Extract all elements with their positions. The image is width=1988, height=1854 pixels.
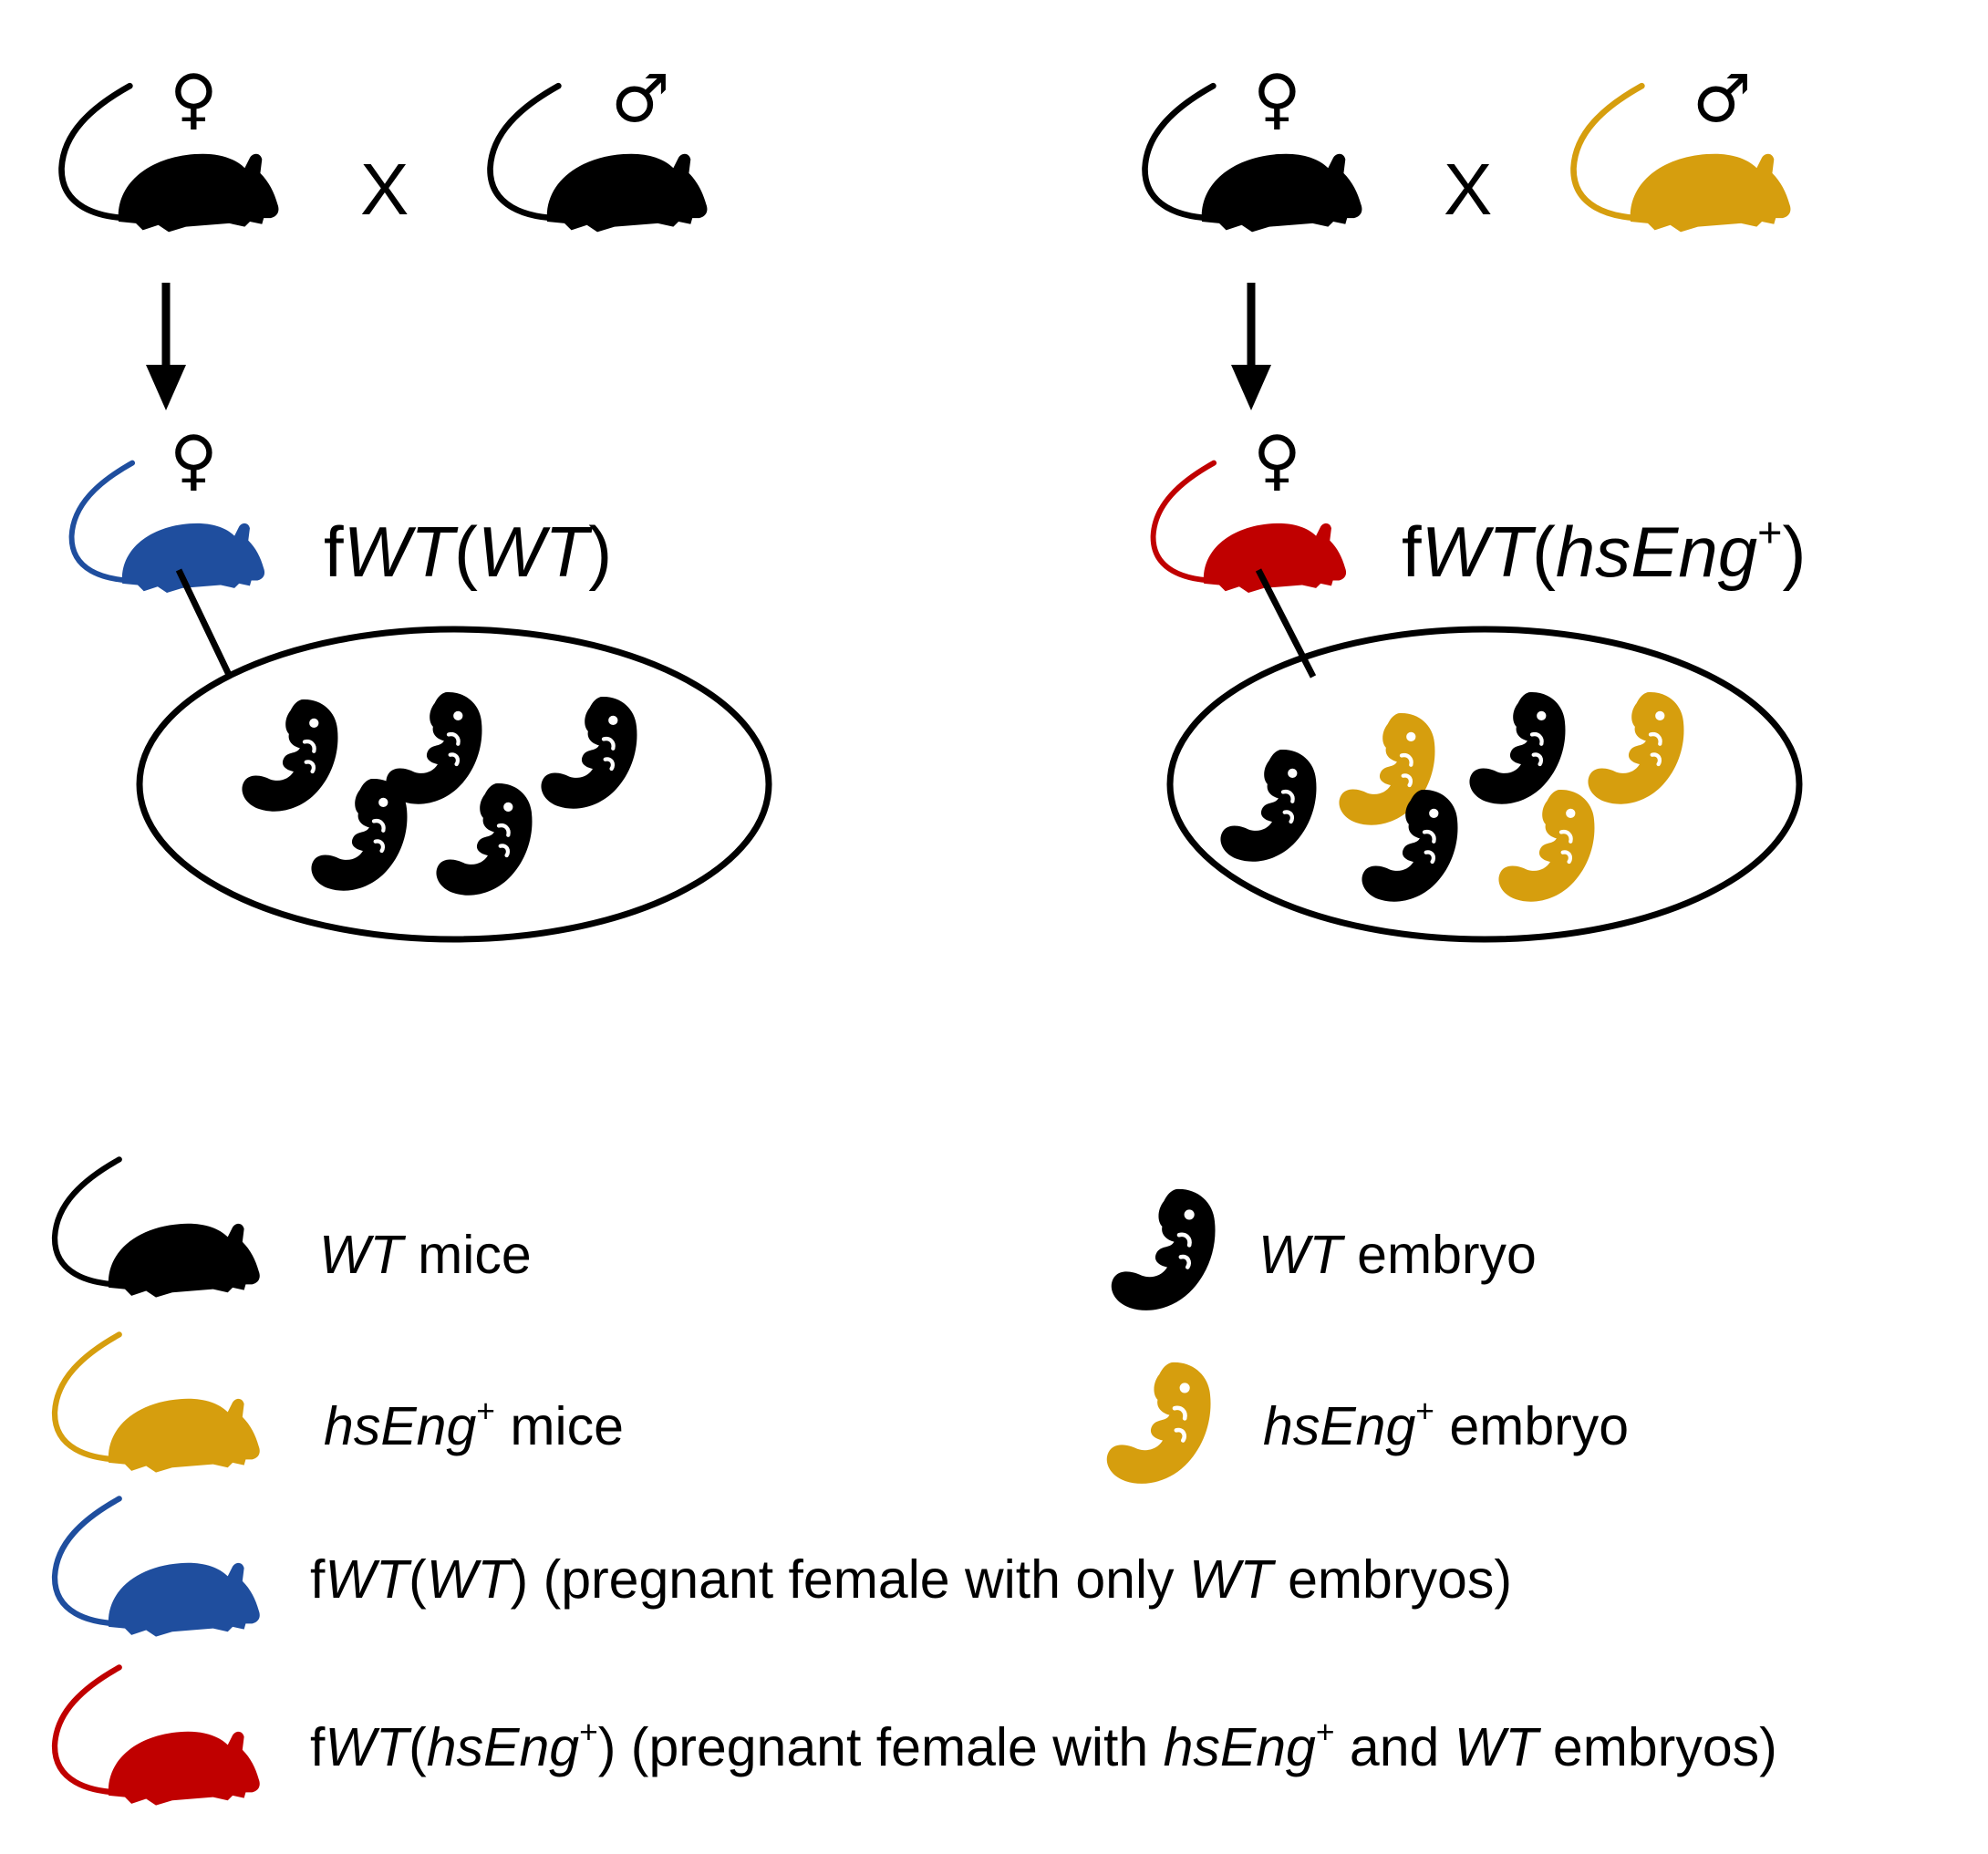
uterus-ellipse-right (1166, 626, 1803, 943)
wt-embryo-icon (436, 783, 532, 896)
down-arrow-right-icon (1231, 283, 1271, 410)
female-symbol: ♀ (1253, 421, 1301, 498)
wt-embryo-icon (1469, 692, 1565, 804)
wt-male-mouse-icon (491, 86, 708, 232)
legend-fwt-hseng-mouse-icon (55, 1667, 260, 1805)
legend-hseng-mouse-icon (55, 1334, 260, 1472)
legend-fwt-hseng-label: fWT(hsEng+) (pregnant female with hsEng+… (310, 1714, 1777, 1777)
legend-wt-embryo-icon (1112, 1189, 1216, 1310)
male-symbol: ♂ (611, 60, 670, 137)
legend-hseng-embryo-label: hsEng+ embryo (1263, 1393, 1630, 1456)
female-symbol: ♀ (1253, 60, 1301, 137)
wt-embryo-icon (311, 779, 407, 891)
wt-embryo-icon (242, 699, 337, 812)
result-label-right: fWT(hsEng+) (1402, 508, 1807, 592)
legend-wt-embryo-label: WT embryo (1258, 1225, 1537, 1285)
connector-line-left (175, 568, 233, 678)
hseng-embryo-icon (1588, 692, 1683, 804)
legend-fwt-wt-mouse-icon (55, 1498, 260, 1636)
result-label-left: fWT(WT) (324, 512, 613, 592)
female-symbol: ♀ (170, 421, 218, 498)
legend-fwt-wt-label: fWT(WT) (pregnant female with only WT em… (310, 1549, 1512, 1610)
legend-wt-mouse-icon (55, 1159, 260, 1297)
female-symbol: ♀ (170, 60, 218, 137)
legend-wt-mice-label: WT mice (319, 1225, 532, 1285)
wt-embryo-icon (386, 692, 481, 804)
legend-hseng-mice-label: hsEng+ mice (324, 1393, 624, 1456)
fwt-wt-mouse-icon (72, 463, 265, 593)
uterus-ellipse-left (136, 626, 772, 943)
hseng-male-mouse-icon (1574, 86, 1791, 232)
wt-embryo-icon (541, 697, 637, 809)
fwt-hseng-mouse-icon (1154, 463, 1347, 593)
wt-embryo-icon (1220, 750, 1316, 862)
hseng-embryo-icon (1498, 790, 1594, 902)
male-symbol: ♂ (1693, 60, 1752, 137)
legend-hseng-embryo-icon (1107, 1362, 1211, 1484)
cross-symbol: X (1444, 149, 1493, 230)
cross-symbol: X (360, 149, 409, 230)
down-arrow-left-icon (146, 283, 186, 410)
